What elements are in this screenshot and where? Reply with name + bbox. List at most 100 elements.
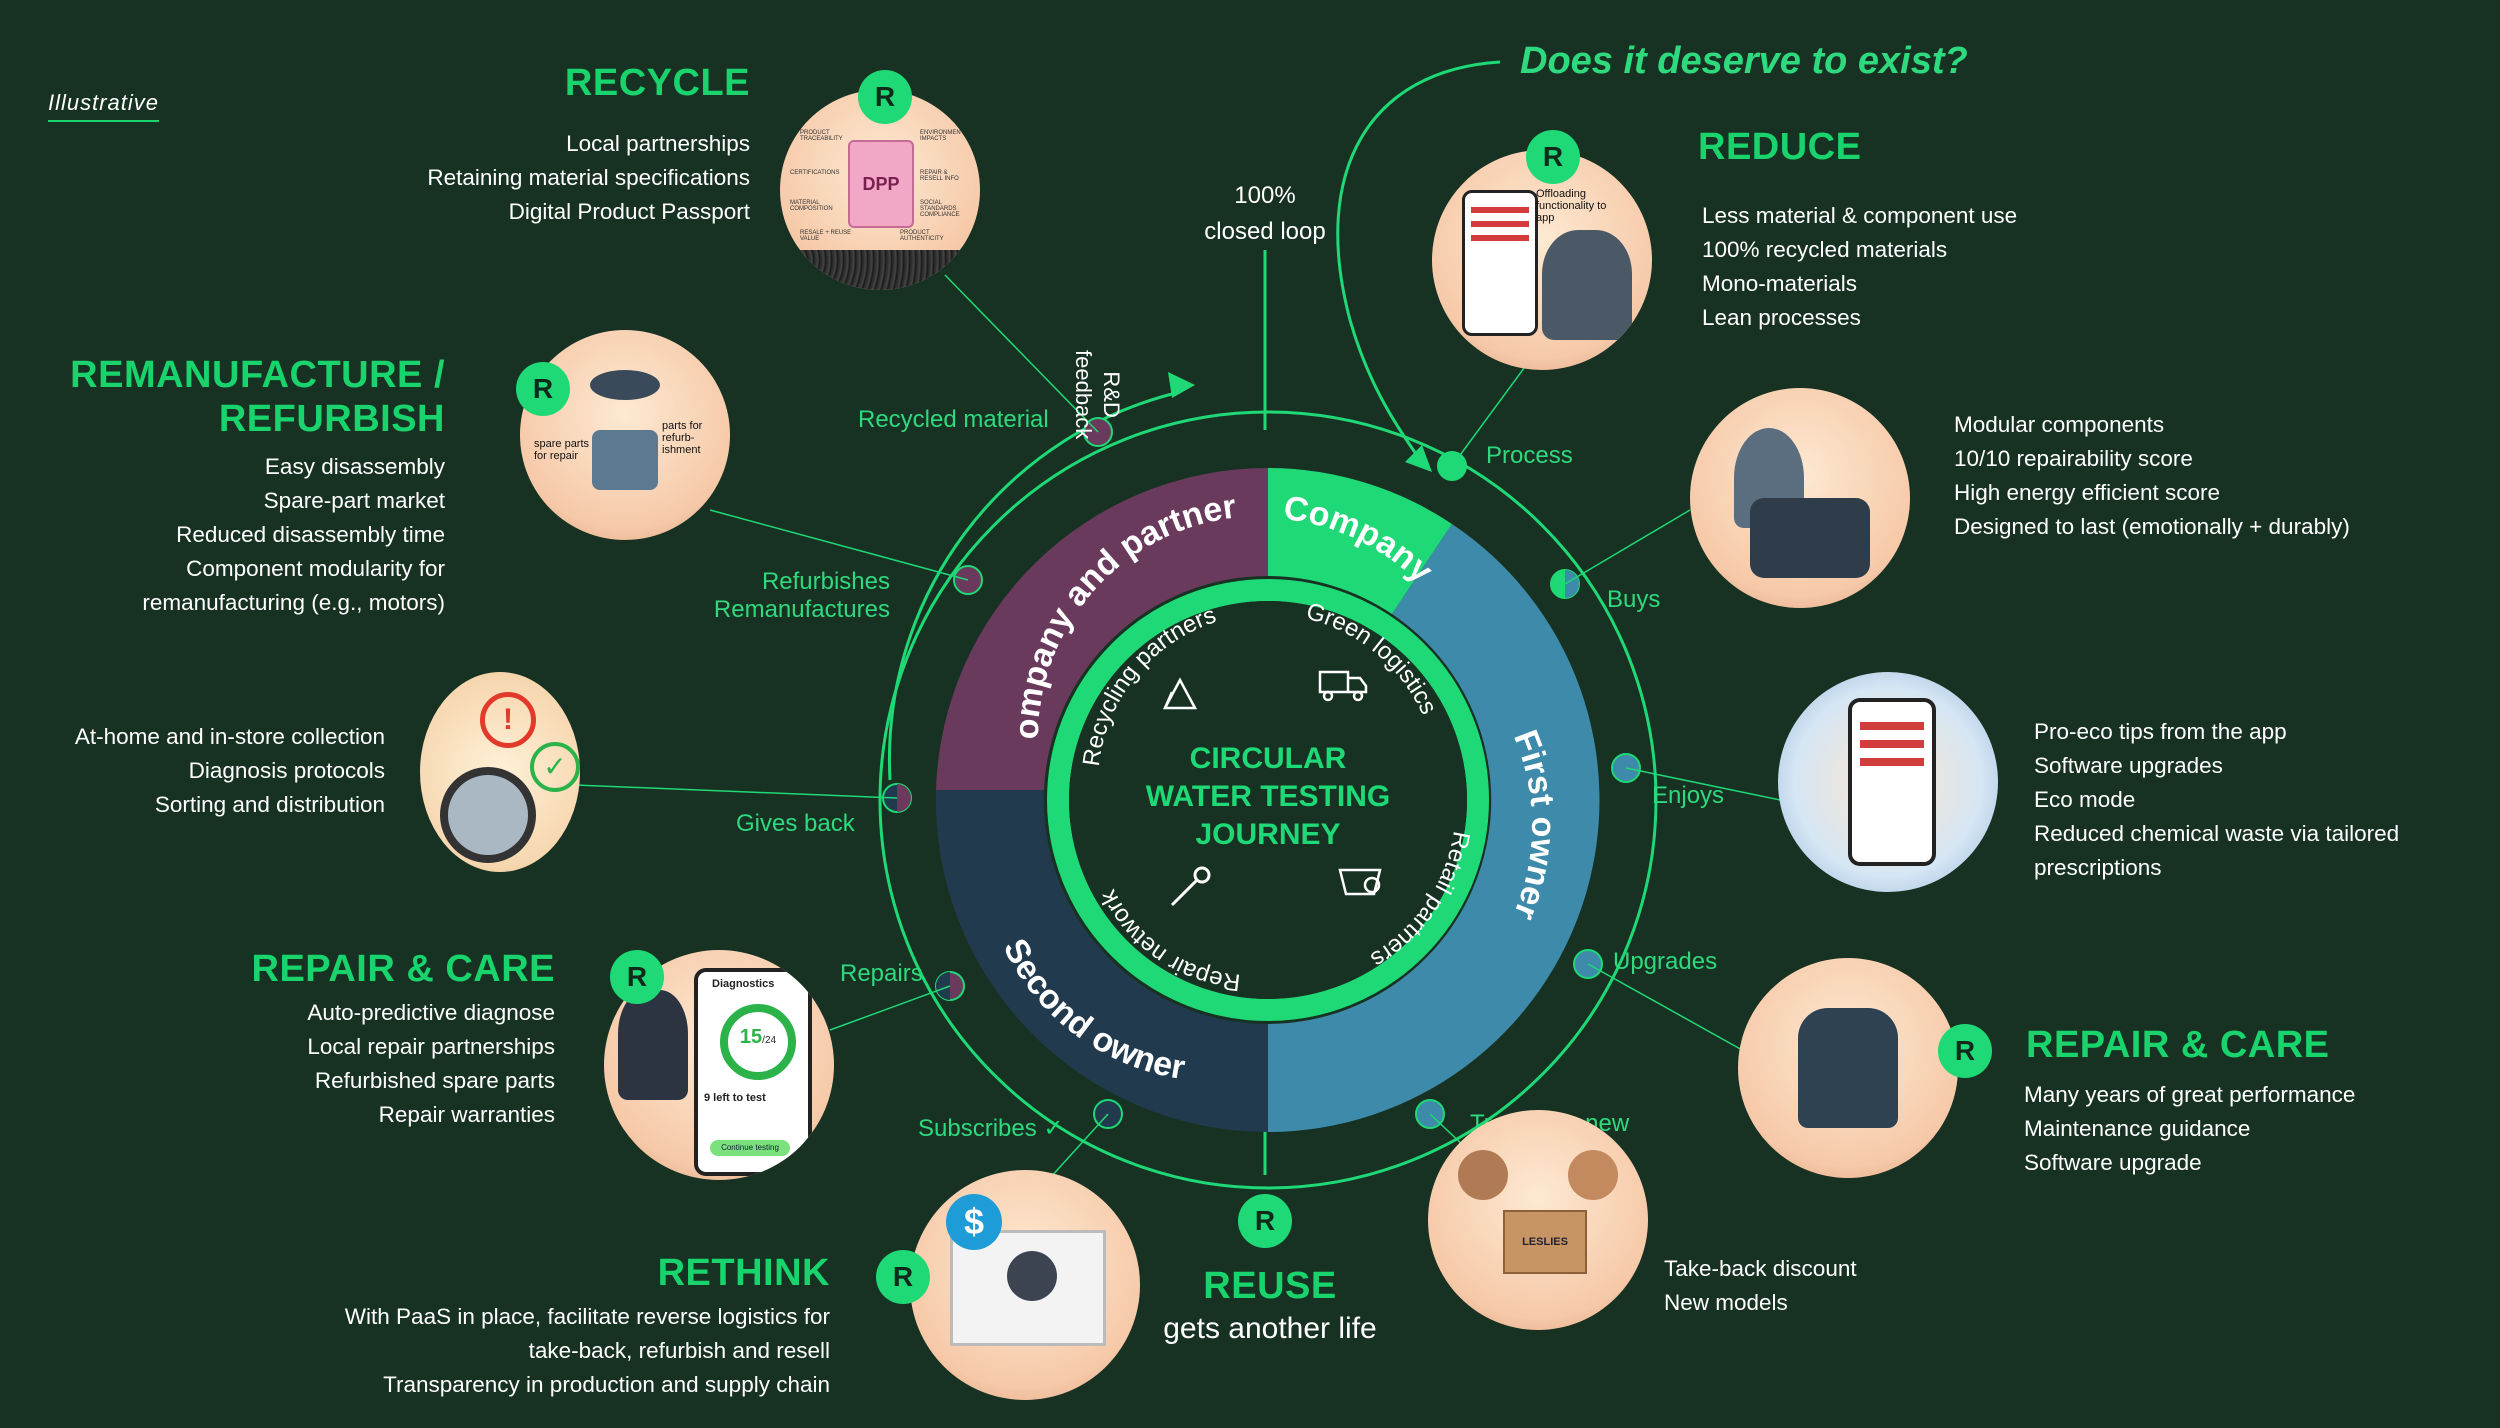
app-row-2 (1860, 740, 1924, 748)
return-arrow-head (1168, 372, 1195, 398)
app-row-3 (1860, 758, 1924, 766)
recycle-item: Digital Product Passport (508, 199, 750, 224)
recycle-icon (1162, 677, 1198, 710)
left-to-test: 9 left to test (704, 1092, 766, 1104)
rethink-list: With PaaS in place, facilitate reverse l… (280, 1300, 830, 1402)
tag-social: SOCIAL STANDARDS COMPLIANCE (920, 200, 960, 218)
enjoy-list: Pro-eco tips from the app Software upgra… (2034, 715, 2474, 885)
center-title: CIRCULAR WATER TESTING JOURNEY (1088, 740, 1448, 854)
collection-photo: ! ✓ (420, 672, 580, 872)
reduce-title: REDUCE (1698, 126, 1862, 168)
r-badge-reuse: R (1238, 1194, 1292, 1248)
recycle-title: RECYCLE (564, 62, 750, 104)
remanufacture-title-1: REMANUFACTURE / (70, 354, 445, 396)
collection-item: Diagnosis protocols (188, 758, 385, 783)
reduce-app-row-1 (1471, 207, 1529, 213)
rethink-item: Transparency in production and supply ch… (383, 1372, 830, 1397)
magnifier-icon (440, 767, 536, 863)
remanufacture-item: Easy disassembly (264, 454, 445, 479)
reduce-item: Mono-materials (1702, 271, 1858, 296)
illustrative-label: Illustrative (48, 90, 160, 122)
deserve-arrow-head (1405, 445, 1432, 472)
spare-parts-label: spare parts for repair (534, 438, 590, 462)
tagline: Does it deserve to exist? (1520, 40, 1968, 82)
reduce-item: 100% recycled materials (1702, 237, 1948, 262)
closed-loop-label: 100% closed loop (1180, 178, 1350, 250)
progress-count: 15 (739, 1026, 763, 1048)
passport-label: DPP (862, 174, 900, 194)
recycle-list: Local partnerships Retaining material sp… (300, 127, 750, 229)
reduce-photo: Offloading functionality to app (1432, 150, 1652, 370)
ring-company (1268, 468, 1452, 614)
tag-material: MATERIAL COMPOSITION (790, 200, 833, 212)
enjoy-item: Pro-eco tips from the app (2034, 719, 2287, 744)
remanufacture-item: remanufacturing (e.g., motors) (142, 590, 445, 615)
repair-right-item: Many years of great performance (2024, 1082, 2356, 1107)
stage-refurbishes: Refurbishes Remanufactures (700, 568, 890, 624)
stage-gives-back: Gives back (736, 810, 855, 837)
tag-repair-resell: REPAIR & RESELL INFO (920, 170, 959, 182)
closed-loop-line1: 100% (1234, 182, 1296, 209)
return-arc (887, 390, 1181, 781)
diagnostics-title: Diagnostics (712, 978, 775, 990)
enjoy-item: Eco mode (2034, 787, 2136, 812)
stage-buys: Buys (1607, 586, 1661, 613)
recycle-item: Retaining material specifications (427, 165, 750, 190)
node-repairs-half (936, 972, 950, 1000)
alert-icon: ! (480, 692, 536, 748)
dollar-icon: $ (946, 1194, 1002, 1250)
repair-right-item: Maintenance guidance (2024, 1116, 2251, 1141)
modular-photo (1690, 388, 1910, 608)
device-base-image (592, 430, 658, 490)
r-badge-repair-right: R (1938, 1024, 1992, 1078)
deserve-arrow (1336, 60, 1501, 461)
recycle-item: Local partnerships (566, 131, 750, 156)
r-badge-repair-left: R (610, 950, 664, 1004)
progress-ring: 15/24 (720, 1004, 796, 1080)
buy-item: Modular components (1954, 412, 2165, 437)
buy-list: Modular components 10/10 repairability s… (1954, 408, 2474, 544)
phone-diagnostics: Diagnostics 15/24 9 left to test Continu… (694, 968, 812, 1176)
collection-item: At-home and in-store collection (74, 724, 385, 749)
check-icon: ✓ (1043, 1115, 1064, 1142)
stage-subscribes: Subscribes ✓ (918, 1114, 1064, 1143)
person-right-image (1568, 1150, 1618, 1200)
stage-refurbishes-2: Remanufactures (713, 596, 890, 623)
node-buys-half (1565, 570, 1579, 598)
repair-left-item: Auto-predictive diagnose (307, 1000, 555, 1025)
rethink-item: take-back, refurbish and resell (528, 1338, 830, 1363)
rethink-title: RETHINK (657, 1252, 830, 1294)
remanufacture-list: Easy disassembly Spare-part market Reduc… (40, 450, 445, 620)
center-title-line2: WATER TESTING (1145, 780, 1391, 813)
reduce-list: Less material & component use 100% recyc… (1702, 199, 2062, 335)
enjoy-item: Software upgrades (2034, 753, 2223, 778)
reuse-title: REUSE (1203, 1265, 1337, 1307)
device-in-box-image (1007, 1251, 1057, 1301)
cart-icon (1338, 868, 1382, 896)
box-label: LESLIES (1503, 1210, 1587, 1274)
node-gives-back-half (897, 784, 911, 812)
stage-repairs: Repairs (840, 960, 923, 987)
enjoy-item: prescriptions (2034, 855, 2162, 880)
parts-photo: spare parts for repair parts for refurb-… (520, 330, 730, 540)
tester-device-image (618, 990, 688, 1100)
trade-photo: LESLIES (1428, 1110, 1648, 1330)
progress-count-of: /24 (762, 1035, 777, 1046)
device-lid-image (590, 370, 660, 400)
device-clean-image (1798, 1008, 1898, 1128)
reduce-item: Lean processes (1702, 305, 1861, 330)
rd-line2: feedback (1071, 350, 1096, 440)
outer-journey-circle (878, 410, 1658, 1190)
parts-refurb-label: parts for refurb-ishment (662, 420, 703, 456)
repair-left-list: Auto-predictive diagnose Local repair pa… (200, 996, 555, 1132)
repair-left-item: Refurbished spare parts (314, 1068, 555, 1093)
repair-right-item: Software upgrade (2024, 1150, 2202, 1175)
granules-image (780, 250, 980, 290)
enjoy-item: Reduced chemical waste via tailored (2034, 821, 2400, 846)
continue-button[interactable]: Continue testing (710, 1140, 790, 1156)
ring-company-partners (936, 467, 1268, 790)
collection-item: Sorting and distribution (154, 792, 385, 817)
diagnostics-photo: Diagnostics 15/24 9 left to test Continu… (604, 950, 834, 1180)
repair-left-item: Repair warranties (378, 1102, 555, 1127)
